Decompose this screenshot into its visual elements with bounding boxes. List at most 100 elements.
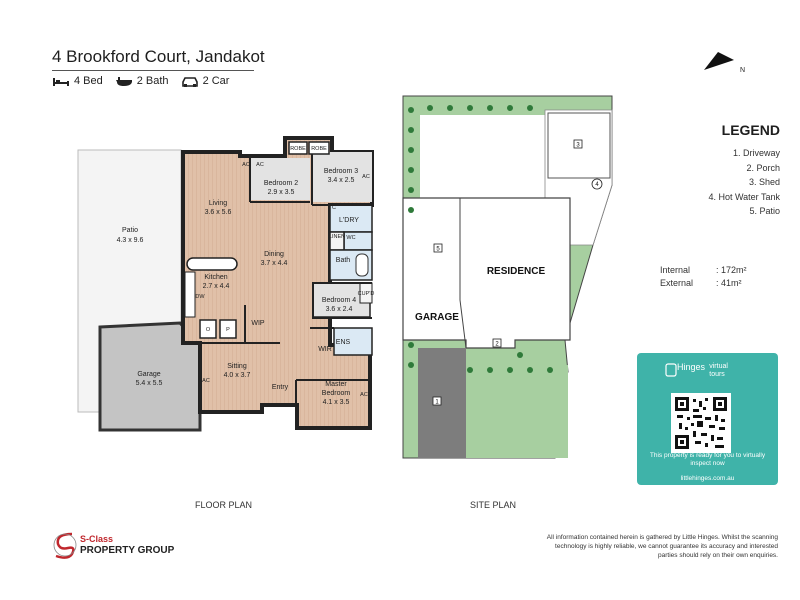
legend-item: 5. Patio [749,206,780,216]
legend-item: 1. Driveway [732,148,780,158]
patio-size: 4.3 x 9.6 [117,237,144,244]
master-name2: Bedroom [322,390,351,397]
master-name: Master [325,381,347,388]
legend: LEGEND 1. Driveway 2. Porch 3. Shed 4. H… [612,122,780,219]
ac-label-4: AC [202,378,210,384]
marker-5: 5 [436,247,440,253]
external-value: : 41m² [716,278,742,288]
bedroom4-size: 3.6 x 2.4 [326,306,353,313]
entry-label: Entry [272,384,289,391]
dining-size: 3.7 x 4.4 [261,260,288,267]
sitting-name: Sitting [227,363,247,370]
baths-spec: 2 Bath [115,75,169,87]
floor-plan-caption: FLOOR PLAN [195,500,253,510]
brand-sub2: tours [709,371,725,378]
master-size: 4.1 x 3.5 [323,399,350,406]
title-underline [52,70,254,71]
bedroom3-floor [312,152,372,202]
bedroom2-name: Bedroom 2 [264,180,298,187]
ac-label-5: AC [360,392,368,398]
property-address: 4 Brookford Court, Jandakot [52,47,265,66]
interior-walls [200,154,372,428]
legend-item: 4. Hot Water Tank [708,191,780,202]
sitting-size: 4.0 x 3.7 [224,372,251,379]
bedroom4-name: Bedroom 4 [322,297,356,304]
brand-name: Hinges [677,362,706,372]
bedroom2-floor [250,158,310,200]
marker-3-box [573,139,583,149]
living-size: 3.6 x 5.6 [205,209,232,216]
brand-line2: PROPERTY GROUP [80,545,175,556]
brand-line1: S-Class [80,534,114,544]
cars-spec: 2 Car [181,75,230,87]
beds-label: 4 Bed [74,75,103,87]
front-lawn [466,365,568,458]
car-icon [181,76,198,87]
site-plan-caption: SITE PLAN [470,500,517,510]
bath-tub [355,253,369,277]
robe1-box [288,141,308,155]
internal-label: Internal [660,265,691,275]
ac-label-3: AC [362,174,370,180]
bedroom3-name: Bedroom 3 [324,168,358,175]
ac-label-2: AC [256,162,264,168]
legend-item: 3. Shed [748,177,780,187]
residence-label: RESIDENCE [487,266,546,277]
marker-2-box [492,338,502,348]
bath-icon [115,76,132,86]
property-specs: 4 Bed 2 Bath 2 Car [52,75,229,87]
legend-item: 2. Porch [746,162,780,173]
c-label: C [332,205,336,211]
patio-name: Patio [122,227,138,234]
bedroom3-size: 3.4 x 2.5 [328,177,355,184]
internal-value: : 172m² [716,265,747,275]
kitchen-island [186,257,238,271]
robe2-box [308,141,330,155]
house-outline [181,136,374,430]
robe1-label: ROBE [290,146,306,152]
site-garage-label: GARAGE [415,312,459,323]
oven-cupboard [199,319,217,339]
marker-5-box [433,243,443,253]
cupboard-label: CUP'D [358,291,375,297]
marker-1: 1 [435,400,439,406]
marker-2: 2 [495,342,499,348]
dining-name: Dining [264,251,284,258]
driveway [418,348,466,458]
garage-wall [459,299,467,349]
ens-label: ENS [336,339,351,346]
s-class-logo-icon [53,532,77,559]
shrubs [408,105,553,373]
marker-3: 3 [576,143,580,149]
legend-heading: LEGEND [721,122,780,138]
wir-label: WIR [318,346,332,353]
paved-zone [420,115,545,200]
wc-label: WC [346,235,355,241]
qr-code-icon [675,397,727,449]
laundry-label: L'DRY [339,217,359,224]
cars-label: 2 Car [202,75,230,87]
bed-icon [53,77,69,86]
north-arrow-icon [704,52,734,70]
robe2-label: ROBE [311,146,327,152]
virtual-tour-url[interactable]: littlehinges.com.au [680,475,735,482]
qr-code[interactable] [671,393,731,453]
linen-label: LINEN [329,234,345,240]
north-label: N [740,67,746,74]
garage-name: Garage [137,371,160,378]
wip-label: WIP [251,320,265,327]
external-label: External [660,278,694,288]
beds-spec: 4 Bed [52,75,103,87]
p-label: P [226,327,230,333]
pantry-cupboard [219,319,237,339]
area-summary: Internal : 172m² External : 41m² [660,264,764,290]
hinges-logo-icon [665,363,677,377]
virtual-tour-card[interactable]: Hinges virtual tours This property is re… [637,353,778,485]
kitchen-size: 2.7 x 4.4 [203,283,230,290]
virtual-tour-brand: Hinges virtual tours [677,363,728,379]
dw-label: DW [195,294,205,300]
residence-footprint [402,197,571,349]
brand-sub1: virtual [709,363,728,370]
